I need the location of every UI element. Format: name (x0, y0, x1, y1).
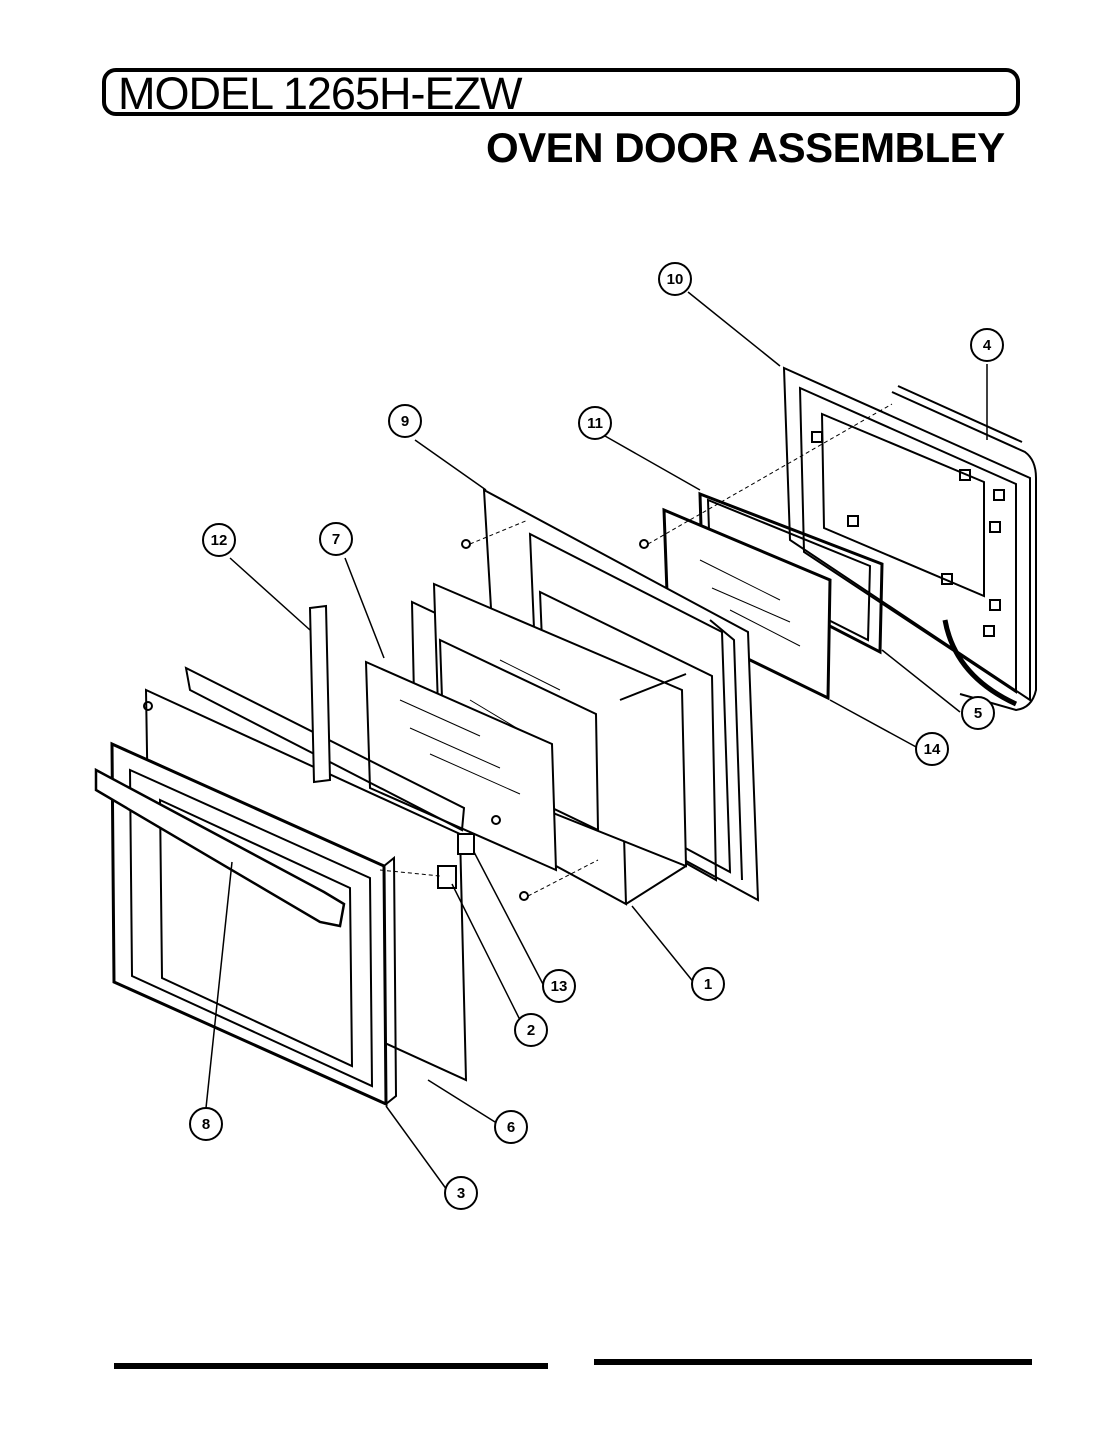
callout-label: 5 (974, 705, 982, 722)
callout-label: 1 (704, 976, 712, 993)
section-title: OVEN DOOR ASSEMBLEY (486, 124, 1005, 171)
callout-label: 10 (667, 271, 684, 288)
model-title-box (102, 68, 1020, 116)
alignment-lines (379, 403, 893, 897)
callout-label: 7 (332, 531, 340, 548)
callout-label: 12 (211, 532, 228, 549)
callout-14: 14 (915, 732, 949, 766)
callout-label: 14 (924, 741, 941, 758)
footer-rule-right (594, 1359, 1032, 1365)
callout-9: 9 (388, 404, 422, 438)
callout-1: 1 (691, 967, 725, 1001)
part-back-panel (782, 366, 1037, 712)
model-title: MODEL 1265H-EZW (118, 68, 522, 119)
callout-label: 4 (983, 337, 992, 354)
callout-11: 11 (578, 406, 612, 440)
part-hinge-channel (308, 604, 332, 784)
callout-12: 12 (202, 523, 236, 557)
callout-6: 6 (494, 1110, 528, 1144)
callout-3: 3 (444, 1176, 478, 1210)
footer-rule-left (114, 1363, 548, 1369)
callout-5: 5 (961, 696, 995, 730)
callout-10: 10 (658, 262, 692, 296)
callout-4: 4 (970, 328, 1004, 362)
callout-label: 3 (457, 1185, 465, 1202)
callout-label: 2 (527, 1022, 535, 1039)
callout-label: 6 (507, 1119, 515, 1136)
callout-label: 8 (202, 1116, 210, 1133)
callout-label: 9 (401, 413, 409, 430)
part-hinge-brackets (437, 833, 475, 889)
callout-2: 2 (514, 1013, 548, 1047)
part-handle (94, 767, 346, 928)
part-inner-glass (662, 507, 832, 701)
part-window-glass (364, 660, 558, 872)
leader-lines (205, 291, 988, 1191)
callout-8: 8 (189, 1107, 223, 1141)
callout-label: 11 (587, 415, 603, 432)
callout-label: 13 (551, 978, 568, 995)
callout-7: 7 (319, 522, 353, 556)
callout-13: 13 (542, 969, 576, 1003)
